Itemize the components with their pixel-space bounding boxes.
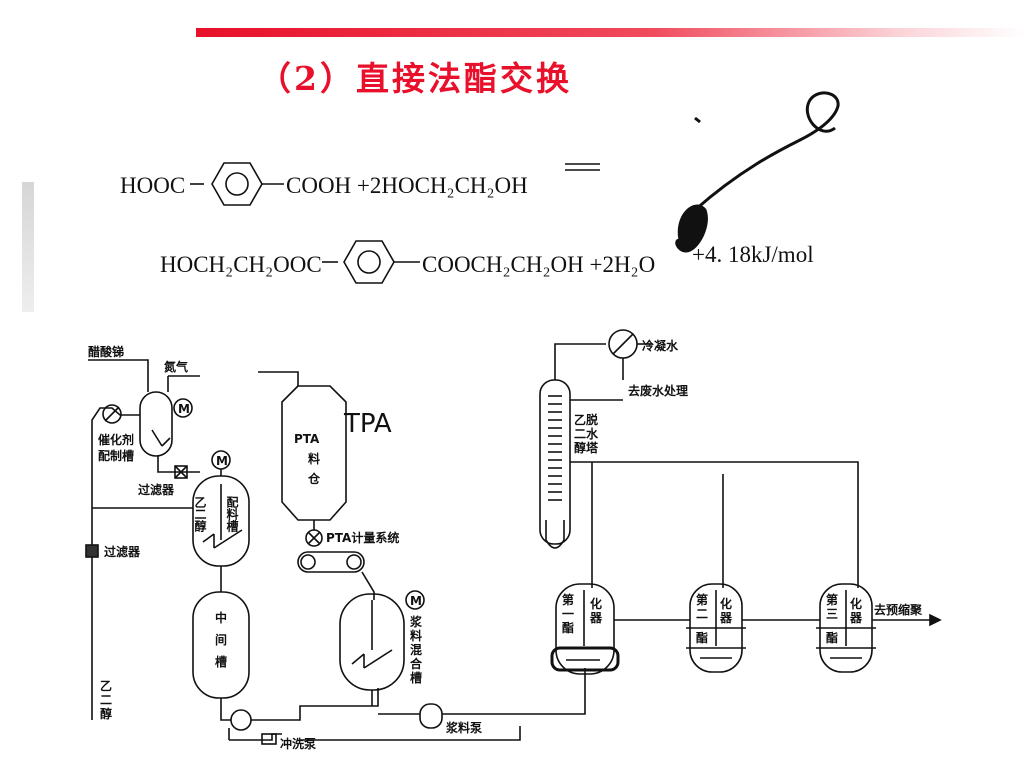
reactor-1	[550, 583, 620, 675]
label-reactor2-a: 第	[696, 592, 708, 607]
benzene-ring-1	[211, 162, 263, 206]
label-slurry-4: 合	[410, 656, 423, 671]
motor-label: M	[216, 454, 228, 468]
label-pta-metering: PTA计量系统	[326, 530, 399, 545]
label-middle-tank-2: 间	[215, 632, 227, 647]
pump-icon	[230, 709, 252, 731]
dehydration-column	[539, 379, 571, 549]
label-reactor1-c: 酯	[562, 620, 574, 635]
handwritten-tpa: TPA	[343, 409, 392, 439]
label-reactor3-b: 三	[826, 607, 838, 621]
label-reactor1-d: 化	[590, 596, 602, 611]
header-accent-bar	[196, 28, 1024, 37]
pta-bin	[258, 371, 347, 547]
label-filter-top: 过滤器	[138, 482, 175, 497]
slurry-pump	[378, 668, 586, 729]
label-to-prepoly: 去预缩聚	[874, 602, 923, 617]
eq-line1-right: COOH +2HOCH₂CH₂OH	[286, 173, 528, 198]
label-nitrogen: 氮气	[164, 359, 188, 374]
label-pta-bin-1: PTA	[294, 432, 320, 446]
label-reactor3-e: 器	[849, 611, 863, 625]
conveyor	[297, 551, 375, 600]
eq-line2-right: COOCH₂CH₂OH +2H₂O	[422, 252, 655, 277]
label-waste-water: 去废水处理	[628, 383, 688, 398]
filter-icon	[85, 544, 99, 558]
label-reactor2-d: 化	[720, 596, 732, 611]
benzene-ring-2	[343, 240, 395, 284]
label-reactor3-c: 酯	[826, 630, 838, 645]
filter-icon	[174, 465, 188, 479]
label-column-1: 乙脱	[574, 412, 598, 427]
label-slurry-pump: 浆料泵	[445, 720, 482, 735]
equation-line1	[190, 162, 600, 206]
label-pta-bin-3: 仓	[307, 471, 321, 486]
label-column-3: 醇塔	[574, 440, 599, 455]
valve-icon	[305, 529, 323, 547]
label-slurry-5: 槽	[410, 670, 422, 685]
valve-icon	[102, 404, 122, 424]
motor-icon	[405, 590, 425, 610]
eq-hooc-left: HOOC	[120, 173, 185, 198]
motor-label: M	[410, 594, 422, 608]
label-slurry-2: 料	[410, 628, 422, 643]
label-catalyst-tank-2: 配制槽	[98, 448, 134, 463]
label-flush-pump: 冲洗泵	[280, 736, 316, 751]
label-filter-left: 过滤器	[104, 544, 141, 559]
label-reactor3-d: 化	[850, 596, 862, 611]
label-eg-side-1: 乙	[100, 679, 112, 693]
label-slurry-3: 混	[410, 642, 422, 657]
eq-energy: +4. 18kJ/mol	[692, 242, 814, 267]
label-eg-tank-b: 配料槽	[225, 495, 239, 533]
label-reactor2-e: 器	[719, 611, 733, 625]
label-catalyst-input: 醋酸锑	[88, 344, 124, 359]
reactor-2	[686, 583, 746, 673]
eq-line2-left: HOCH₂CH₂OOC	[160, 252, 322, 277]
label-cooling-water: 冷凝水	[642, 338, 679, 353]
equation-line2	[322, 240, 420, 284]
label-pta-bin-2: 料	[308, 451, 320, 466]
left-accent-bar	[22, 182, 34, 312]
label-reactor3-a: 第	[826, 592, 838, 607]
label-eg-side-3: 醇	[100, 706, 112, 721]
label-reactor2-c: 酯	[696, 630, 708, 645]
label-catalyst-tank-1: 催化剂	[98, 432, 134, 447]
label-eg-tank-a: 乙二醇	[193, 496, 207, 533]
motor-icon	[173, 398, 193, 418]
benzene-ring-2-circle	[357, 250, 381, 274]
catalyst-tank	[139, 391, 193, 457]
benzene-ring-1-circle	[225, 172, 249, 196]
label-middle-tank-3: 槽	[215, 654, 227, 669]
label-slurry-1: 浆	[409, 614, 423, 629]
label-column-2: 二水	[574, 426, 599, 441]
slide-title: （2）直接法酯交换	[258, 59, 572, 98]
middle-tank	[192, 566, 250, 712]
pump-icon	[261, 733, 277, 745]
label-reactor2-b: 二	[696, 607, 708, 621]
motor-label: M	[178, 402, 190, 416]
label-reactor1-b: 一	[562, 607, 574, 621]
label-reactor1-e: 器	[589, 611, 603, 625]
label-eg-side-2: 二	[100, 693, 112, 707]
handwritten-annotation	[675, 91, 840, 253]
label-middle-tank-1: 中	[215, 610, 227, 625]
label-reactor1-a: 第	[562, 592, 574, 607]
reactor-3	[816, 583, 876, 673]
